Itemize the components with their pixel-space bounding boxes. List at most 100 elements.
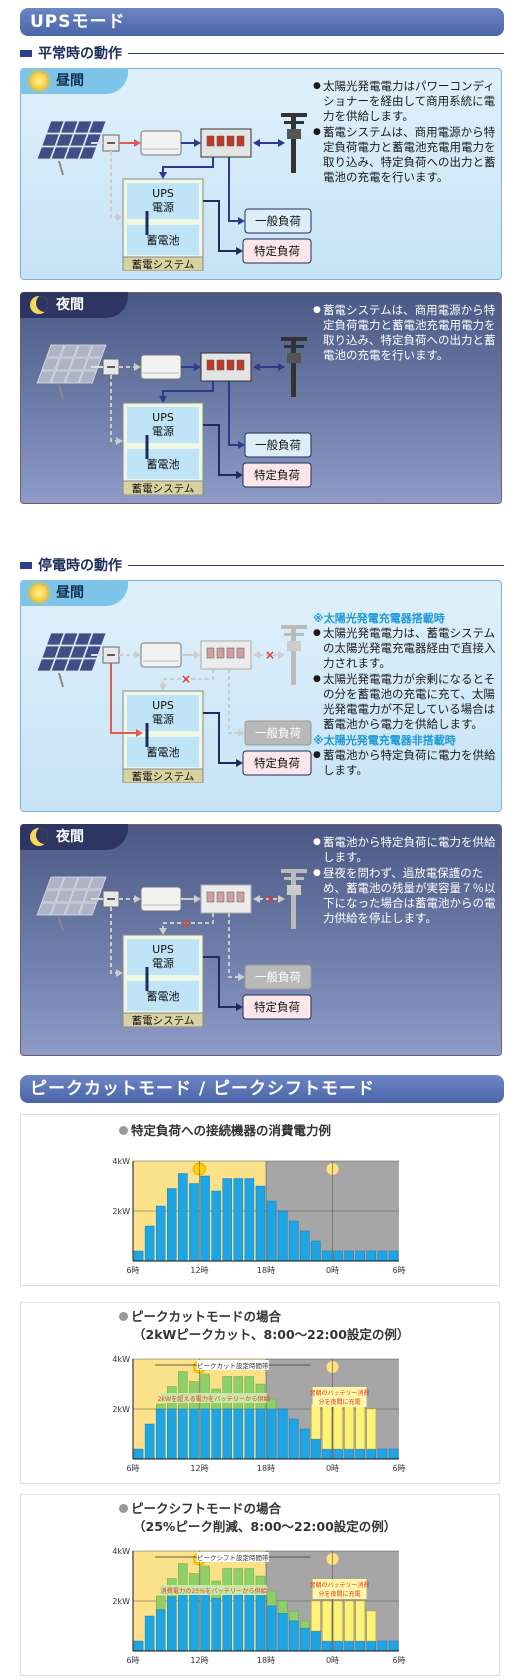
solar-cell [69, 889, 88, 903]
x-tick-label: 0時 [326, 1656, 339, 1665]
ups-label: 電源 [152, 712, 174, 726]
solar-cell [74, 876, 93, 890]
arrow-storage-special-load [203, 956, 241, 1008]
arrowhead [236, 1003, 243, 1011]
outage-operation-title: 停電時の動作 [38, 558, 122, 574]
consumption-bar [211, 1190, 221, 1262]
setting-period-label: ピークカット設定時間帯 [197, 1361, 269, 1370]
arrowhead [194, 895, 201, 903]
arrowhead [238, 217, 245, 225]
power-conditioner-icon [140, 886, 182, 912]
consumption-bar [322, 1250, 332, 1262]
solar-cell [88, 876, 107, 890]
breaker-icon [216, 135, 225, 147]
consumption-bar [133, 1640, 144, 1652]
consumption-bar [244, 1588, 255, 1652]
chart-card-peakshift: ピークシフトモードの場合 （25%ピーク削減、8:00～22:00設定の例） 4… [20, 1494, 500, 1676]
arrowhead [236, 759, 243, 767]
cross-mark-icon: × [265, 892, 275, 906]
special-load-box [242, 750, 312, 776]
arrow-storage-special-load [203, 712, 241, 764]
charge-note: 分を夜間に充電 [319, 1398, 361, 1406]
header-square-icon [20, 561, 32, 569]
bullet-dot-icon [119, 1504, 128, 1513]
consumption-bar [355, 1640, 365, 1652]
normal-operation-header: 平常時の動作 [20, 43, 504, 63]
solar-cell [74, 120, 93, 134]
bullet-text: 太陽光発電電力は、蓄電システムの太陽光発電充電器経由で直接入力されます。 [313, 626, 499, 671]
solar-cell [78, 902, 98, 916]
arrowhead [116, 437, 123, 445]
battery-supply-bar [155, 1403, 166, 1410]
tab-night: 夜間 [20, 292, 128, 318]
charge-note: 分を夜間に充電 [319, 1590, 361, 1598]
storage-system-label: 蓄電システム [132, 483, 195, 495]
y-tick-label: 2kW [112, 1405, 130, 1414]
charge-note: 翌朝のバッテリー消費 [310, 1389, 370, 1397]
battery-box [127, 981, 199, 1011]
power-conditioner-icon [140, 642, 182, 668]
bullet-text: 太陽光発電電力はパワーコンディショナーを経由して商用系統に電力を供給します。 [313, 79, 499, 124]
consumption-bar [255, 1185, 266, 1262]
consumption-bar [266, 1605, 277, 1652]
panel-text: ※太陽光発電充電器搭載時 太陽光発電電力は、蓄電システムの太陽光発電充電器経由で… [313, 611, 499, 779]
consumption-bar [366, 1250, 377, 1262]
bullet-dot-icon [119, 1126, 128, 1135]
consumption-bar [355, 1448, 365, 1460]
consumption-bar [189, 1408, 199, 1460]
special-load-label: 特定負荷 [254, 756, 300, 770]
charge-note-bg [312, 1387, 367, 1407]
solar-cell [36, 146, 56, 160]
normal-operation-title: 平常時の動作 [38, 46, 122, 62]
arrowhead [238, 441, 245, 449]
setting-period-label-bg [196, 1360, 269, 1370]
breaker-icon [216, 891, 225, 903]
utility-pole-icon [291, 113, 296, 173]
solar-cell [36, 902, 56, 916]
solar-cell [55, 133, 74, 147]
power-conditioner-icon [140, 354, 182, 380]
general-load-label: 一般負荷 [255, 726, 301, 740]
general-load-label: 一般負荷 [255, 970, 301, 984]
chart-title: ピークシフトモードの場合 [119, 1501, 281, 1517]
header-rule [128, 564, 504, 566]
tab-night: 夜間 [20, 824, 128, 850]
x-tick-label: 0時 [326, 1464, 339, 1473]
consumption-bar [322, 1640, 332, 1652]
consumption-bar [144, 1615, 155, 1652]
consumption-bar [311, 1438, 321, 1460]
consumption-bar [211, 1408, 221, 1460]
consumption-bar [244, 1408, 255, 1460]
storage-system-label-box [122, 768, 204, 783]
ups-label: UPS [152, 699, 174, 712]
battery-label: 蓄電池 [147, 746, 180, 759]
battery-supply-bar [178, 1563, 188, 1586]
breaker-icon [236, 359, 245, 371]
arrowhead [134, 895, 141, 903]
consumption-bar [233, 1178, 244, 1262]
pole-transformer [287, 129, 301, 139]
consumption-bar [311, 1240, 321, 1262]
solar-cell [41, 645, 60, 659]
x-tick-label: 6時 [126, 1656, 139, 1665]
x-tick-label: 12時 [190, 1464, 208, 1473]
x-tick-label: 12時 [190, 1266, 208, 1275]
storage-system-label-box [122, 1012, 204, 1027]
solar-panel-icon [36, 120, 107, 160]
x-tick-label: 6時 [126, 1266, 139, 1275]
tab-label: 夜間 [56, 297, 84, 313]
consumption-bar [388, 1448, 399, 1460]
pole-crossarm [281, 113, 307, 117]
sun-icon [30, 584, 48, 602]
bullet-text: 昼夜を問わず、過放電保護のため、蓄電池の残量が実容量７％以下になった場合は蓄電池… [313, 866, 499, 926]
utility-pole-icon [291, 337, 296, 397]
wire-solar-direct-off [110, 151, 121, 218]
consumption-bar [133, 1448, 144, 1460]
solar-panel-stand [58, 160, 64, 176]
night-charge-bar [344, 1403, 354, 1450]
